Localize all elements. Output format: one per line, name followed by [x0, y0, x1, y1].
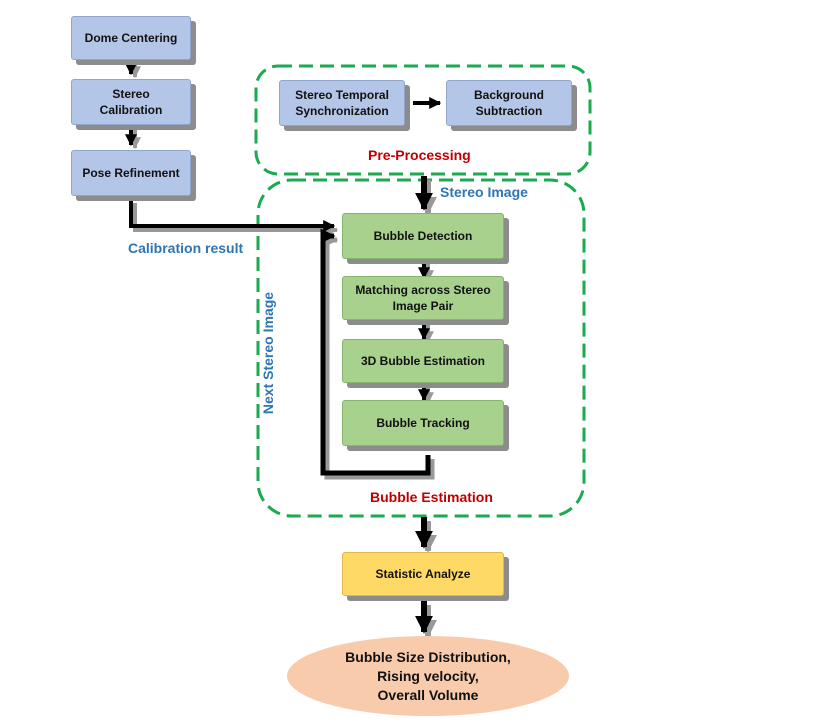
calibration-result-connector	[129, 199, 336, 232]
stereo-temporal-sync-box: Stereo Temporal Synchronization	[279, 80, 405, 126]
bubble-detection-box: Bubble Detection	[342, 213, 504, 259]
calibration-result-connector-shadow	[133, 203, 339, 236]
matching-stereo-box: Matching across Stereo Image Pair	[342, 276, 504, 320]
pose-refinement-label: Pose Refinement	[82, 166, 180, 180]
bubble-estimation-title: Bubble Estimation	[370, 489, 493, 505]
background-subtraction-box: Background Subtraction	[446, 80, 572, 126]
next-stereo-image-loop	[320, 228, 431, 476]
dome-centering-box: Dome Centering	[71, 16, 191, 60]
output-label: Bubble Size Distribution, Rising velocit…	[345, 648, 511, 703]
stereo-image-label: Stereo Image	[440, 184, 528, 200]
bubble-detection-label: Bubble Detection	[373, 229, 473, 243]
matching-stereo-label: Matching across Stereo Image Pair	[355, 283, 491, 313]
background-subtraction-label: Background Subtraction	[473, 88, 544, 118]
stereo-calibration-box: Stereo Calibration	[71, 79, 191, 125]
stereo-temporal-sync-label: Stereo Temporal Synchronization	[295, 88, 389, 118]
output-ellipse: Bubble Size Distribution, Rising velocit…	[287, 636, 569, 716]
pose-refinement-box: Pose Refinement	[71, 150, 191, 196]
preprocessing-title: Pre-Processing	[368, 147, 471, 163]
stereo-calibration-label: Stereo Calibration	[99, 87, 163, 117]
bubble-tracking-box: Bubble Tracking	[342, 400, 504, 446]
statistic-analyze-label: Statistic Analyze	[375, 567, 471, 581]
bubble-tracking-label: Bubble Tracking	[376, 416, 470, 430]
calibration-result-label: Calibration result	[128, 240, 244, 256]
bubble-3d-estimation-label: 3D Bubble Estimation	[360, 354, 485, 368]
dome-centering-label: Dome Centering	[84, 31, 178, 45]
bubble-3d-estimation-box: 3D Bubble Estimation	[342, 339, 504, 383]
statistic-analyze-box: Statistic Analyze	[342, 552, 504, 596]
preprocessing-group	[254, 64, 592, 176]
next-stereo-image-label: Next Stereo Image	[260, 291, 277, 415]
